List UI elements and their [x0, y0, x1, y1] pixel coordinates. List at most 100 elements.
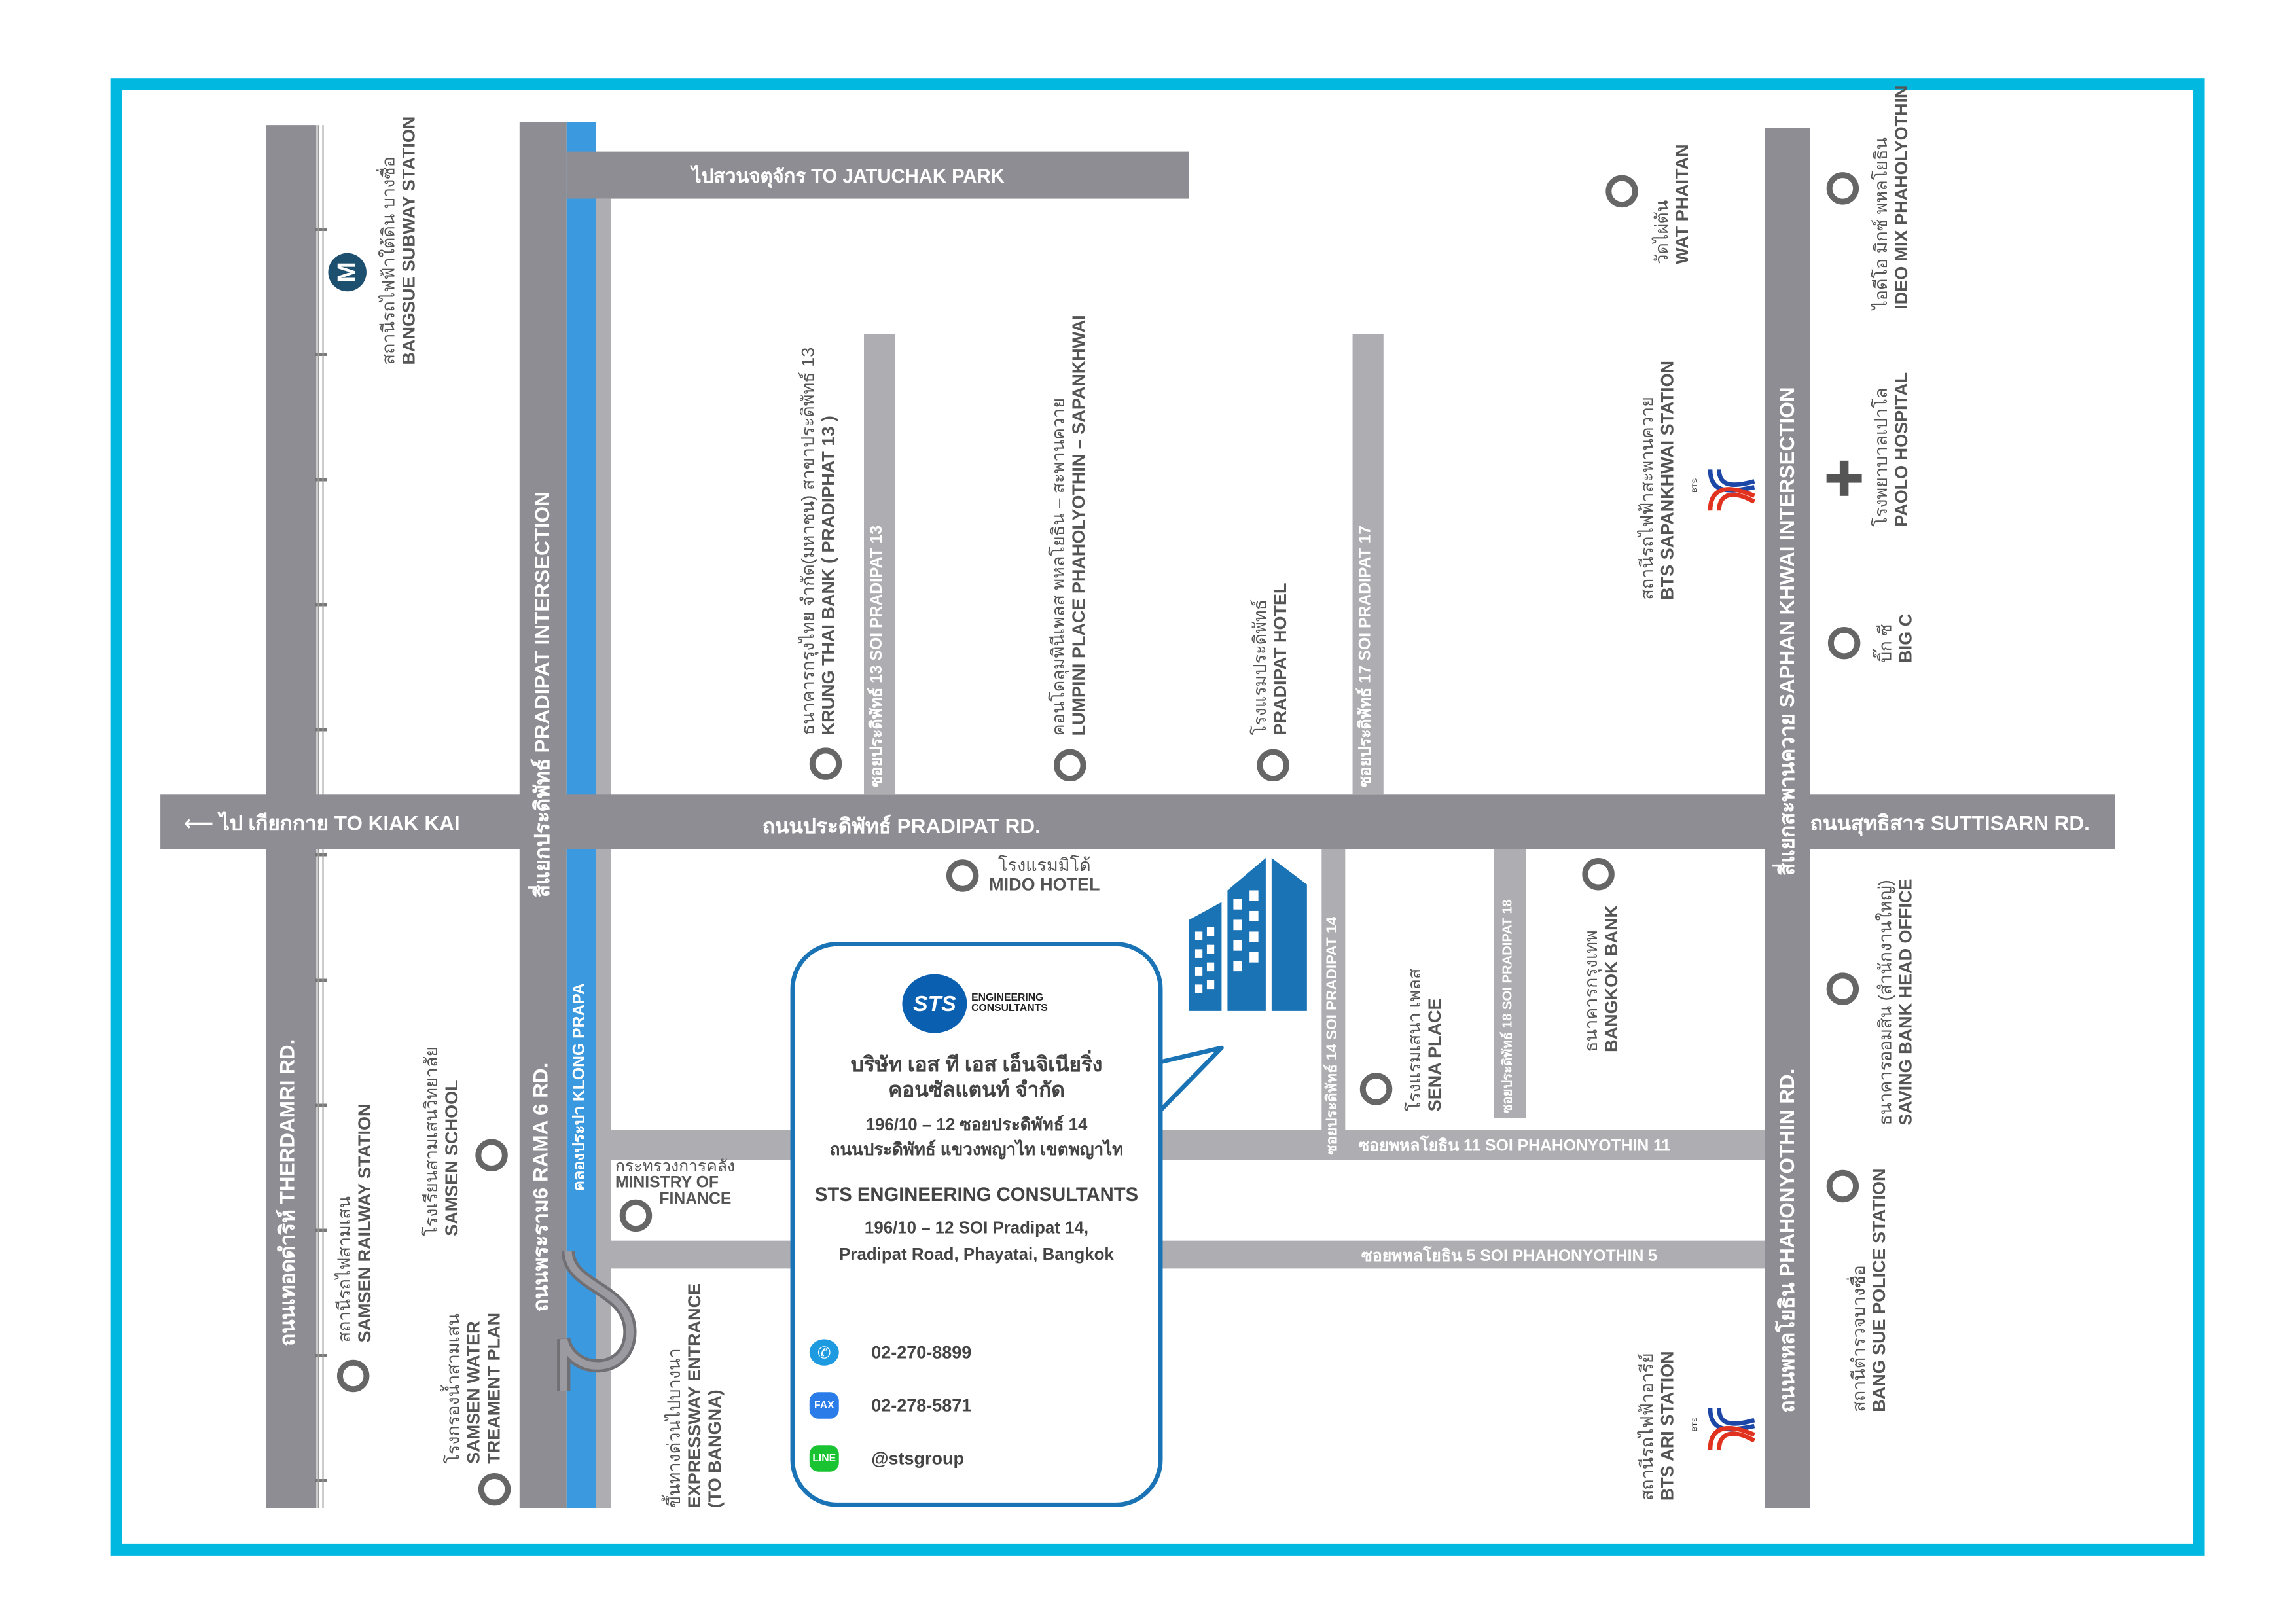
address-en: 196/10 – 12 SOI Pradipat 14, Pradipat Roa… [795, 1215, 1158, 1270]
place-name-en: (TO BANGNA) [704, 1390, 725, 1508]
soi-pradipat-13 [863, 334, 895, 795]
phahonyothin-rd-label: ถนนพหลโยธิน PHAHONYOTHIN RD. [1774, 1068, 1799, 1413]
place-name-en: TREAMENT PLAN [483, 1313, 505, 1465]
place-name-th: สถานีรถไฟฟ้าอารีย์ [1636, 1353, 1658, 1501]
saving-bank-marker [1826, 972, 1859, 1005]
place-name-th: สถานีรถไฟฟ้าใต้ดิน บางซื่อ [378, 156, 399, 365]
mido-hotel-marker [946, 859, 979, 892]
place-name-th: โรงกรองน้ำสามเสน [442, 1313, 464, 1465]
logo-line: ENGINEERING [971, 993, 1044, 1004]
sena-place-marker [1359, 1073, 1393, 1105]
place-name-th: สถานีรถไฟฟ้าสะพานควาย [1636, 397, 1658, 601]
klong-prapa-label: คลองประปา KLONG PRAPA [571, 984, 589, 1192]
place-name-en: BTS ARI STATION [1657, 1351, 1678, 1501]
saphan-khwai-intersection-label: สี่แยกสะพานควาย SAPHAN KHWAI INTERSECTIO… [1774, 387, 1799, 876]
text-line: บริษัท เอส ที เอส เอ็นจิเนียริ่ง [850, 1052, 1103, 1076]
place-name-en: BANGKOK BANK [1601, 904, 1622, 1052]
text-line: 196/10 – 12 ซอยประดิพัทธ์ 14 [865, 1116, 1088, 1135]
samsen-railway-marker [336, 1359, 370, 1393]
place-name-en: SAMSEN RAILWAY STATION [354, 1103, 375, 1342]
phone-icon: ✆ [809, 1339, 839, 1366]
place-name-en: MINISTRY OF [615, 1174, 719, 1192]
line-row: LINE @stsgroup [809, 1445, 965, 1472]
place-name-en: IDEO MIX PHAHOLYOTHIN [1891, 84, 1912, 310]
map-frame [110, 78, 2205, 1556]
place-name-th: โรงแรมมิโด้ [997, 855, 1091, 876]
hospital-plus-icon [1826, 460, 1862, 496]
place-name-th: บิ๊ก ซี [1874, 623, 1896, 662]
pradipat-rd-label: ถนนประดิพัทธ์ PRADIPAT RD. [762, 813, 1041, 838]
place-name-en: PAOLO HOSPITAL [1891, 372, 1912, 527]
bts-logo-text: BTS [1691, 478, 1700, 493]
callout-tail [1157, 1045, 1224, 1113]
place-name-th: โรงแรมเสนา เพลส [1404, 968, 1425, 1111]
phone-row: ✆ 02-270-8899 [809, 1339, 972, 1366]
place-name-th: คอนโดลุมพินีเพลส พหลโยธิน – สะพานควาย [1048, 397, 1069, 736]
place-name-en: EXPRESSWAY ENTRANCE [684, 1283, 705, 1508]
place-name-th: กระทรวงการคลัง [615, 1158, 736, 1176]
police-marker [1826, 1169, 1859, 1203]
soi-pradipat-18-label: ซอยประดิพัทธ์ 18 SOI PRADIPAT 18 [1499, 899, 1515, 1115]
place-name-en: SAMSEN SCHOOL [441, 1080, 462, 1236]
place-name-en: BANGSUE SUBWAY STATION [398, 116, 420, 365]
pradipat-hotel-marker [1257, 749, 1289, 782]
place-name-th: ไอดีโอ มิกซ์ พหลโยธิน [1871, 137, 1892, 310]
place-name-en: SENA PLACE [1424, 997, 1445, 1111]
place-name-th: โรงพยาบาลเปาโล [1871, 387, 1892, 527]
service-lane [596, 198, 611, 1508]
phahonyothin-road [1765, 128, 1810, 1508]
ideo-mix-marker [1826, 172, 1859, 205]
soi-phahonyothin-11-label: ซอยพหลโยธิน 11 SOI PHAHONYOTHIN 11 [1358, 1137, 1671, 1156]
place-name-th: สถานีตำรวจบางซื่อ [1848, 1266, 1869, 1413]
place-name-en: WAT PHAITAN [1672, 145, 1693, 265]
text-line: 196/10 – 12 SOI Pradipat 14, [864, 1220, 1089, 1238]
big-c-marker [1827, 626, 1861, 660]
bts-logo-text: BTS [1691, 1417, 1700, 1432]
soi-pradipat-13-label: ซอยประดิพัทธ์ 13 SOI PRADIPAT 13 [868, 525, 886, 788]
therdamri-rd-label: ถนนเทอดดำริห์ THERDAMRI RD. [275, 1039, 299, 1347]
fax-number: 02-278-5871 [871, 1395, 972, 1416]
line-id[interactable]: @stsgroup [871, 1448, 965, 1469]
line-icon: LINE [809, 1445, 839, 1472]
soi-pradipat-17 [1352, 334, 1384, 795]
place-name-th: ธนาคารกรุงเทพ [1581, 930, 1602, 1052]
bts-logo-icon: BTS [1690, 1406, 1761, 1460]
text-line: คอนซัลแตนท์ จำกัด [888, 1077, 1065, 1101]
place-name-th: วัดไผ่ตัน [1651, 200, 1672, 265]
place-name-en: PRADIPAT HOTEL [1270, 583, 1291, 736]
samsen-water-marker [478, 1472, 511, 1506]
logo-line: CONSULTANTS [971, 1003, 1048, 1014]
samsen-school-marker [475, 1139, 508, 1171]
pradipat-hotel-label: โรงแรมประดิพัทธ์PRADIPAT HOTEL [1249, 583, 1291, 736]
kiak-kai-label: ⟵ ไป เกียกกาย TO KIAK KAI [184, 811, 460, 835]
place-name-en: KRUNG THAI BANK ( PRADIPHAT 13 ) [817, 416, 839, 736]
expressway-interchange-icon [557, 1250, 637, 1391]
phone-number[interactable]: 02-270-8899 [871, 1342, 972, 1363]
text-line: Pradipat Road, Phayatai, Bangkok [839, 1247, 1114, 1265]
bts-ari-label: สถานีรถไฟฟ้าอารีย์BTS ARI STATION [1636, 1351, 1679, 1501]
place-name-th: ขึ้นทางด่วนไปบางนา [664, 1349, 685, 1508]
bangkok-bank-marker [1582, 857, 1615, 891]
suttisarn-rd-label: ถนนสุทธิสาร SUTTISARN RD. [1810, 811, 2090, 835]
place-name-en: FINANCE [659, 1190, 732, 1209]
soi-pradipat-14 [1321, 849, 1346, 1133]
fax-icon-text: FAX [814, 1400, 834, 1411]
krung-thai-marker [809, 747, 842, 780]
text-line: ถนนประดิพัทธ์ แขวงพญาไท เขตพญาไท [829, 1142, 1124, 1160]
wat-phaitan-marker [1605, 175, 1638, 208]
